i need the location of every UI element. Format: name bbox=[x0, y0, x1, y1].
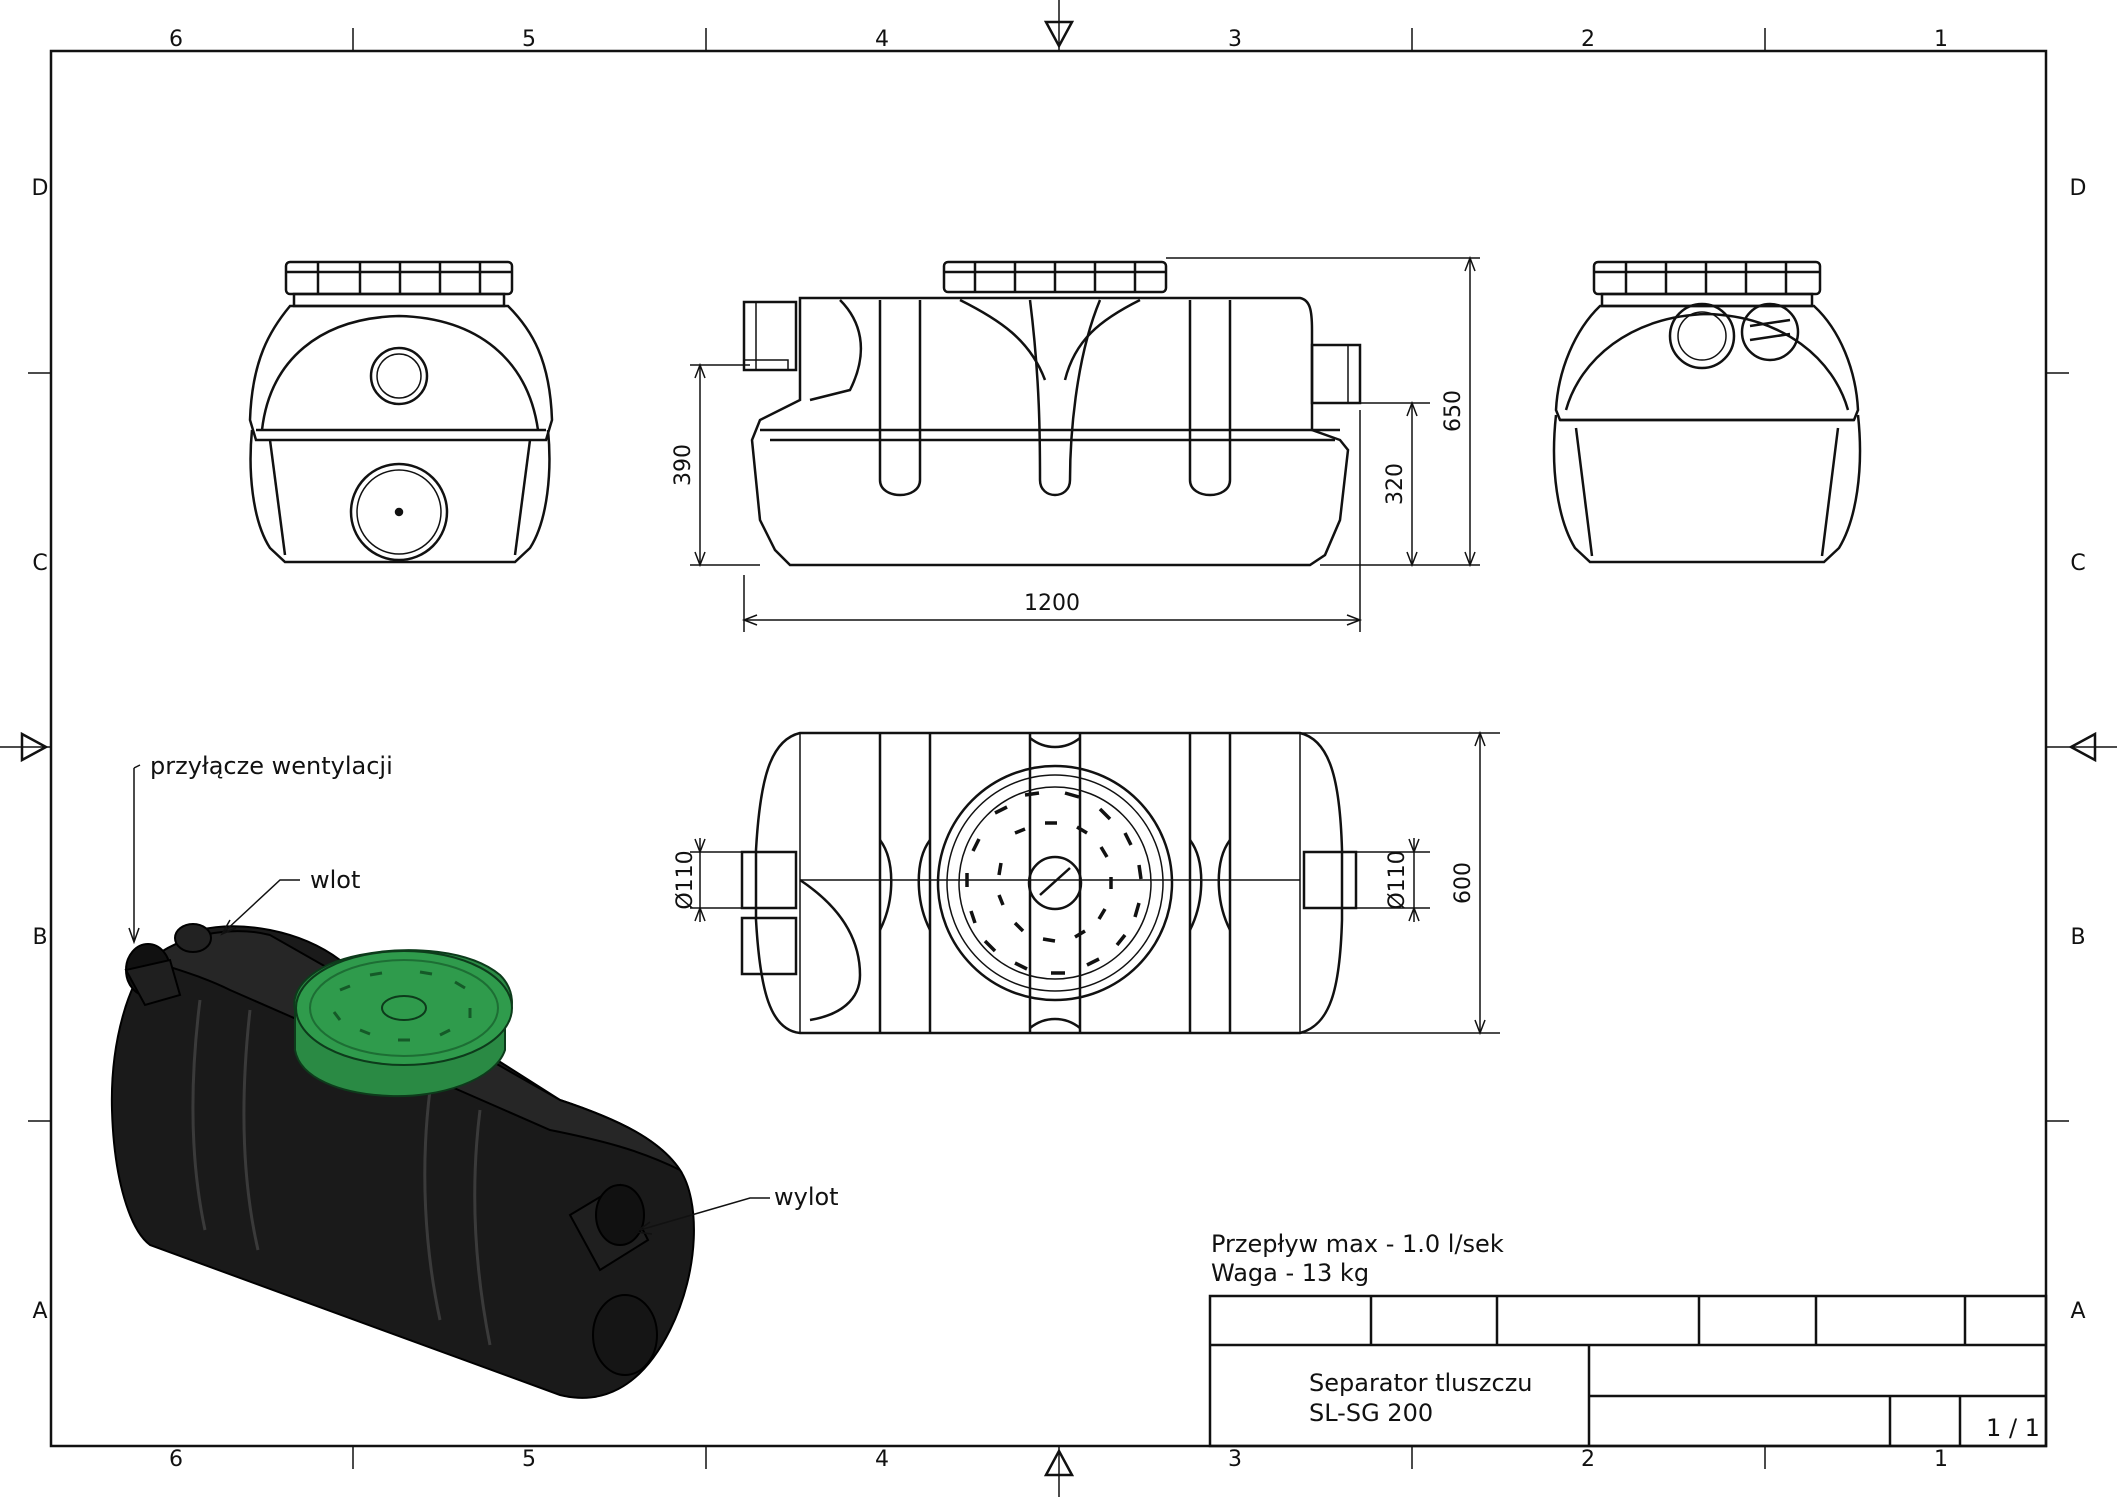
dim-600: 600 bbox=[1451, 862, 1476, 904]
zone-row-c-right: C bbox=[2070, 551, 2085, 576]
cover-pattern bbox=[965, 791, 1143, 975]
zone-col-6-top: 6 bbox=[169, 27, 183, 52]
zone-row-a-left: A bbox=[32, 1299, 47, 1324]
zone-col-5-top: 5 bbox=[522, 27, 536, 52]
zone-col-6-bottom: 6 bbox=[169, 1447, 183, 1472]
zone-col-4-top: 4 bbox=[875, 27, 889, 52]
drawing-frame bbox=[49, 49, 2048, 1448]
zone-row-c-left: C bbox=[32, 551, 47, 576]
top-view-dimensions bbox=[690, 730, 1500, 1036]
zone-labels: 6 5 4 3 2 1 6 5 4 3 2 1 D C B A D C B A bbox=[32, 27, 2087, 1472]
zone-row-d-left: D bbox=[32, 176, 49, 201]
callout-inlet: wlot bbox=[310, 866, 360, 894]
dim-390: 390 bbox=[671, 444, 696, 486]
spec-flow: Przepływ max - 1.0 l/sek bbox=[1211, 1230, 1504, 1258]
title-line-2: SL-SG 200 bbox=[1309, 1399, 1433, 1427]
title-line-1: Separator tluszczu bbox=[1309, 1369, 1533, 1397]
zone-col-2-top: 2 bbox=[1581, 27, 1595, 52]
zone-row-a-right: A bbox=[2070, 1299, 2085, 1324]
callout-vent: przyłącze wentylacji bbox=[150, 752, 393, 780]
end-view-inlet bbox=[248, 260, 554, 564]
end-view-outlet bbox=[1552, 260, 1862, 564]
dim-dia110-left: Ø110 bbox=[673, 850, 698, 909]
zone-col-4-bottom: 4 bbox=[875, 1447, 889, 1472]
spec-weight: Waga - 13 kg bbox=[1211, 1259, 1369, 1287]
zone-row-d-right: D bbox=[2070, 176, 2087, 201]
dim-1200: 1200 bbox=[1024, 591, 1080, 616]
zone-col-3-top: 3 bbox=[1228, 27, 1242, 52]
zone-row-b-left: B bbox=[32, 925, 47, 950]
callout-leaders bbox=[128, 764, 770, 1235]
dim-650: 650 bbox=[1441, 390, 1466, 432]
dim-dia110-right: Ø110 bbox=[1385, 850, 1410, 909]
side-view-dimensions bbox=[690, 255, 1480, 632]
title-block bbox=[1208, 1294, 2048, 1448]
zone-col-1-bottom: 1 bbox=[1934, 1447, 1948, 1472]
side-view bbox=[742, 260, 1362, 567]
centering-marks bbox=[20, 20, 2097, 1477]
isometric-view bbox=[110, 923, 695, 1399]
callout-outlet: wylot bbox=[774, 1183, 839, 1211]
sheet-number: 1 / 1 bbox=[1986, 1414, 2040, 1442]
zone-col-1-top: 1 bbox=[1934, 27, 1948, 52]
top-view bbox=[740, 731, 1358, 1035]
zone-col-3-bottom: 3 bbox=[1228, 1447, 1242, 1472]
zone-col-5-bottom: 5 bbox=[522, 1447, 536, 1472]
zone-col-2-bottom: 2 bbox=[1581, 1447, 1595, 1472]
zone-row-b-right: B bbox=[2070, 925, 2085, 950]
dim-320: 320 bbox=[1383, 463, 1408, 505]
